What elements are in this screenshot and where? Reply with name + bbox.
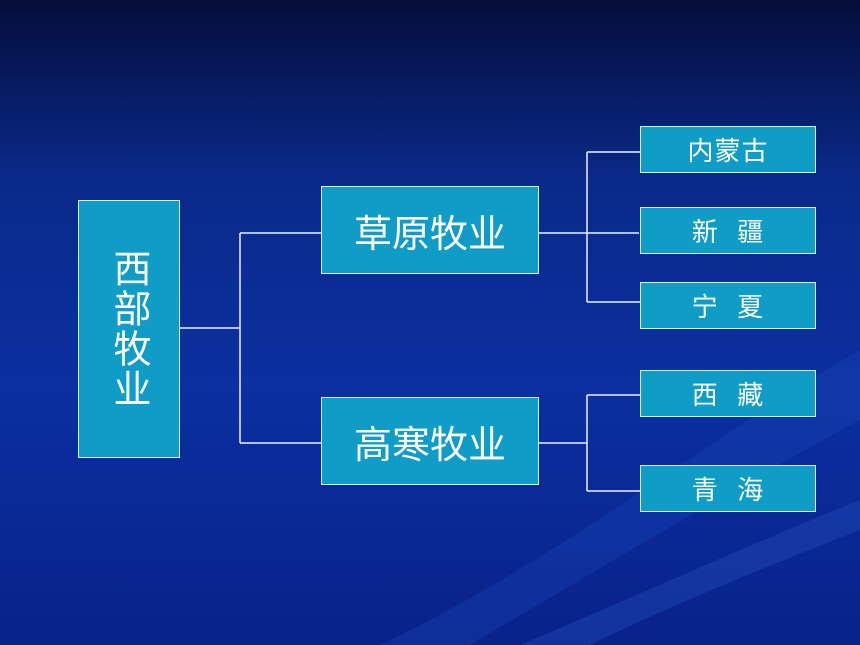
leaf-node-qinghai: 青 海: [640, 465, 816, 512]
branch-node-label: 高寒牧业: [353, 422, 506, 467]
root-node: 西部牧业: [78, 200, 180, 458]
leaf-node-xinjiang: 新 疆: [640, 207, 816, 254]
leaf-node-ningxia: 宁 夏: [640, 282, 816, 329]
leaf-node-label: 内蒙古: [687, 137, 769, 167]
branch-node-alpine: 高寒牧业: [321, 397, 539, 485]
leaf-node-label: 青 海: [691, 476, 765, 506]
root-node-label: 西部牧业: [107, 249, 151, 409]
leaf-node-label: 宁 夏: [691, 293, 765, 323]
leaf-node-label: 新 疆: [691, 218, 765, 248]
leaf-node-label: 西 藏: [691, 381, 765, 411]
branch-node-label: 草原牧业: [353, 211, 506, 256]
leaf-node-inner-mongolia: 内蒙古: [640, 126, 816, 173]
leaf-node-tibet: 西 藏: [640, 370, 816, 417]
branch-node-grassland: 草原牧业: [321, 186, 539, 274]
